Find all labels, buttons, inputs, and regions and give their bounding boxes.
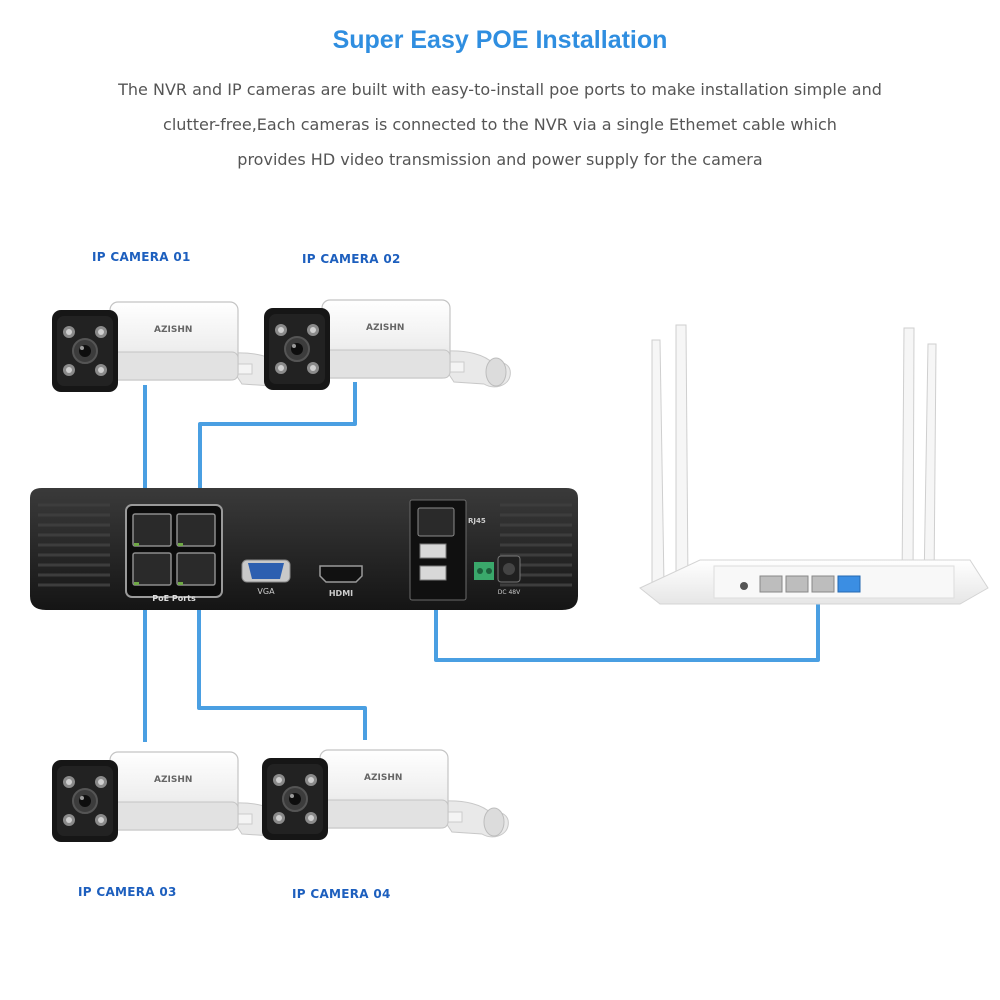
- poe-port-2: [176, 513, 216, 547]
- camera-01-brand: AZISHN: [154, 325, 192, 335]
- router-antenna-2: [675, 324, 689, 586]
- description-line-3: provides HD video transmission and power…: [237, 150, 763, 169]
- camera-01-label: IP CAMERA 01: [92, 250, 191, 264]
- cable-camera-04: [197, 598, 367, 740]
- camera-04: AZISHN: [261, 749, 510, 841]
- router-lan-port-3: [811, 575, 835, 593]
- router-antenna-1: [651, 339, 665, 586]
- page-title: Super Easy POE Installation: [332, 26, 668, 54]
- router-lan-port-1: [759, 575, 783, 593]
- camera-03-label: IP CAMERA 03: [78, 885, 177, 899]
- router-lan-port-2: [785, 575, 809, 593]
- router-wan-port: [837, 575, 861, 593]
- description-line-1: The NVR and IP cameras are built with ea…: [118, 80, 882, 99]
- camera-01: AZISHN: [51, 301, 300, 393]
- camera-04-label: IP CAMERA 04: [292, 887, 391, 901]
- poe-port-3: [132, 552, 172, 586]
- router-antenna-4: [923, 343, 937, 586]
- vga-label: VGA: [257, 587, 275, 596]
- camera-03: AZISHN: [51, 751, 300, 843]
- poe-port-1: [132, 513, 172, 547]
- cable-camera-02: [198, 382, 357, 508]
- poe-port-4: [176, 552, 216, 586]
- hdmi-port: [319, 565, 363, 583]
- dc-label: DC 48V: [498, 589, 521, 596]
- camera-02-brand: AZISHN: [366, 323, 404, 333]
- power-terminal: [474, 562, 494, 580]
- camera-04-brand: AZISHN: [364, 773, 402, 783]
- rj45-port: [417, 507, 455, 537]
- usb-port-2: [419, 565, 447, 581]
- hdmi-label: HDMI: [329, 589, 353, 598]
- camera-02: AZISHN: [263, 299, 512, 391]
- ethernet-cables: [143, 382, 820, 742]
- rj45-label: RJ45: [468, 517, 486, 525]
- usb-port-1: [419, 543, 447, 559]
- router-antenna-3: [901, 327, 915, 586]
- description-line-2: clutter-free,Each cameras is connected t…: [163, 115, 837, 134]
- cable-router: [434, 597, 820, 662]
- camera-02-label: IP CAMERA 02: [302, 252, 401, 266]
- camera-03-brand: AZISHN: [154, 775, 192, 785]
- nvr-device: PoE Ports VGA HDMI RJ45 DC 48V: [30, 488, 578, 610]
- poe-ports-label: PoE Ports: [152, 594, 196, 603]
- router-device: [639, 324, 989, 605]
